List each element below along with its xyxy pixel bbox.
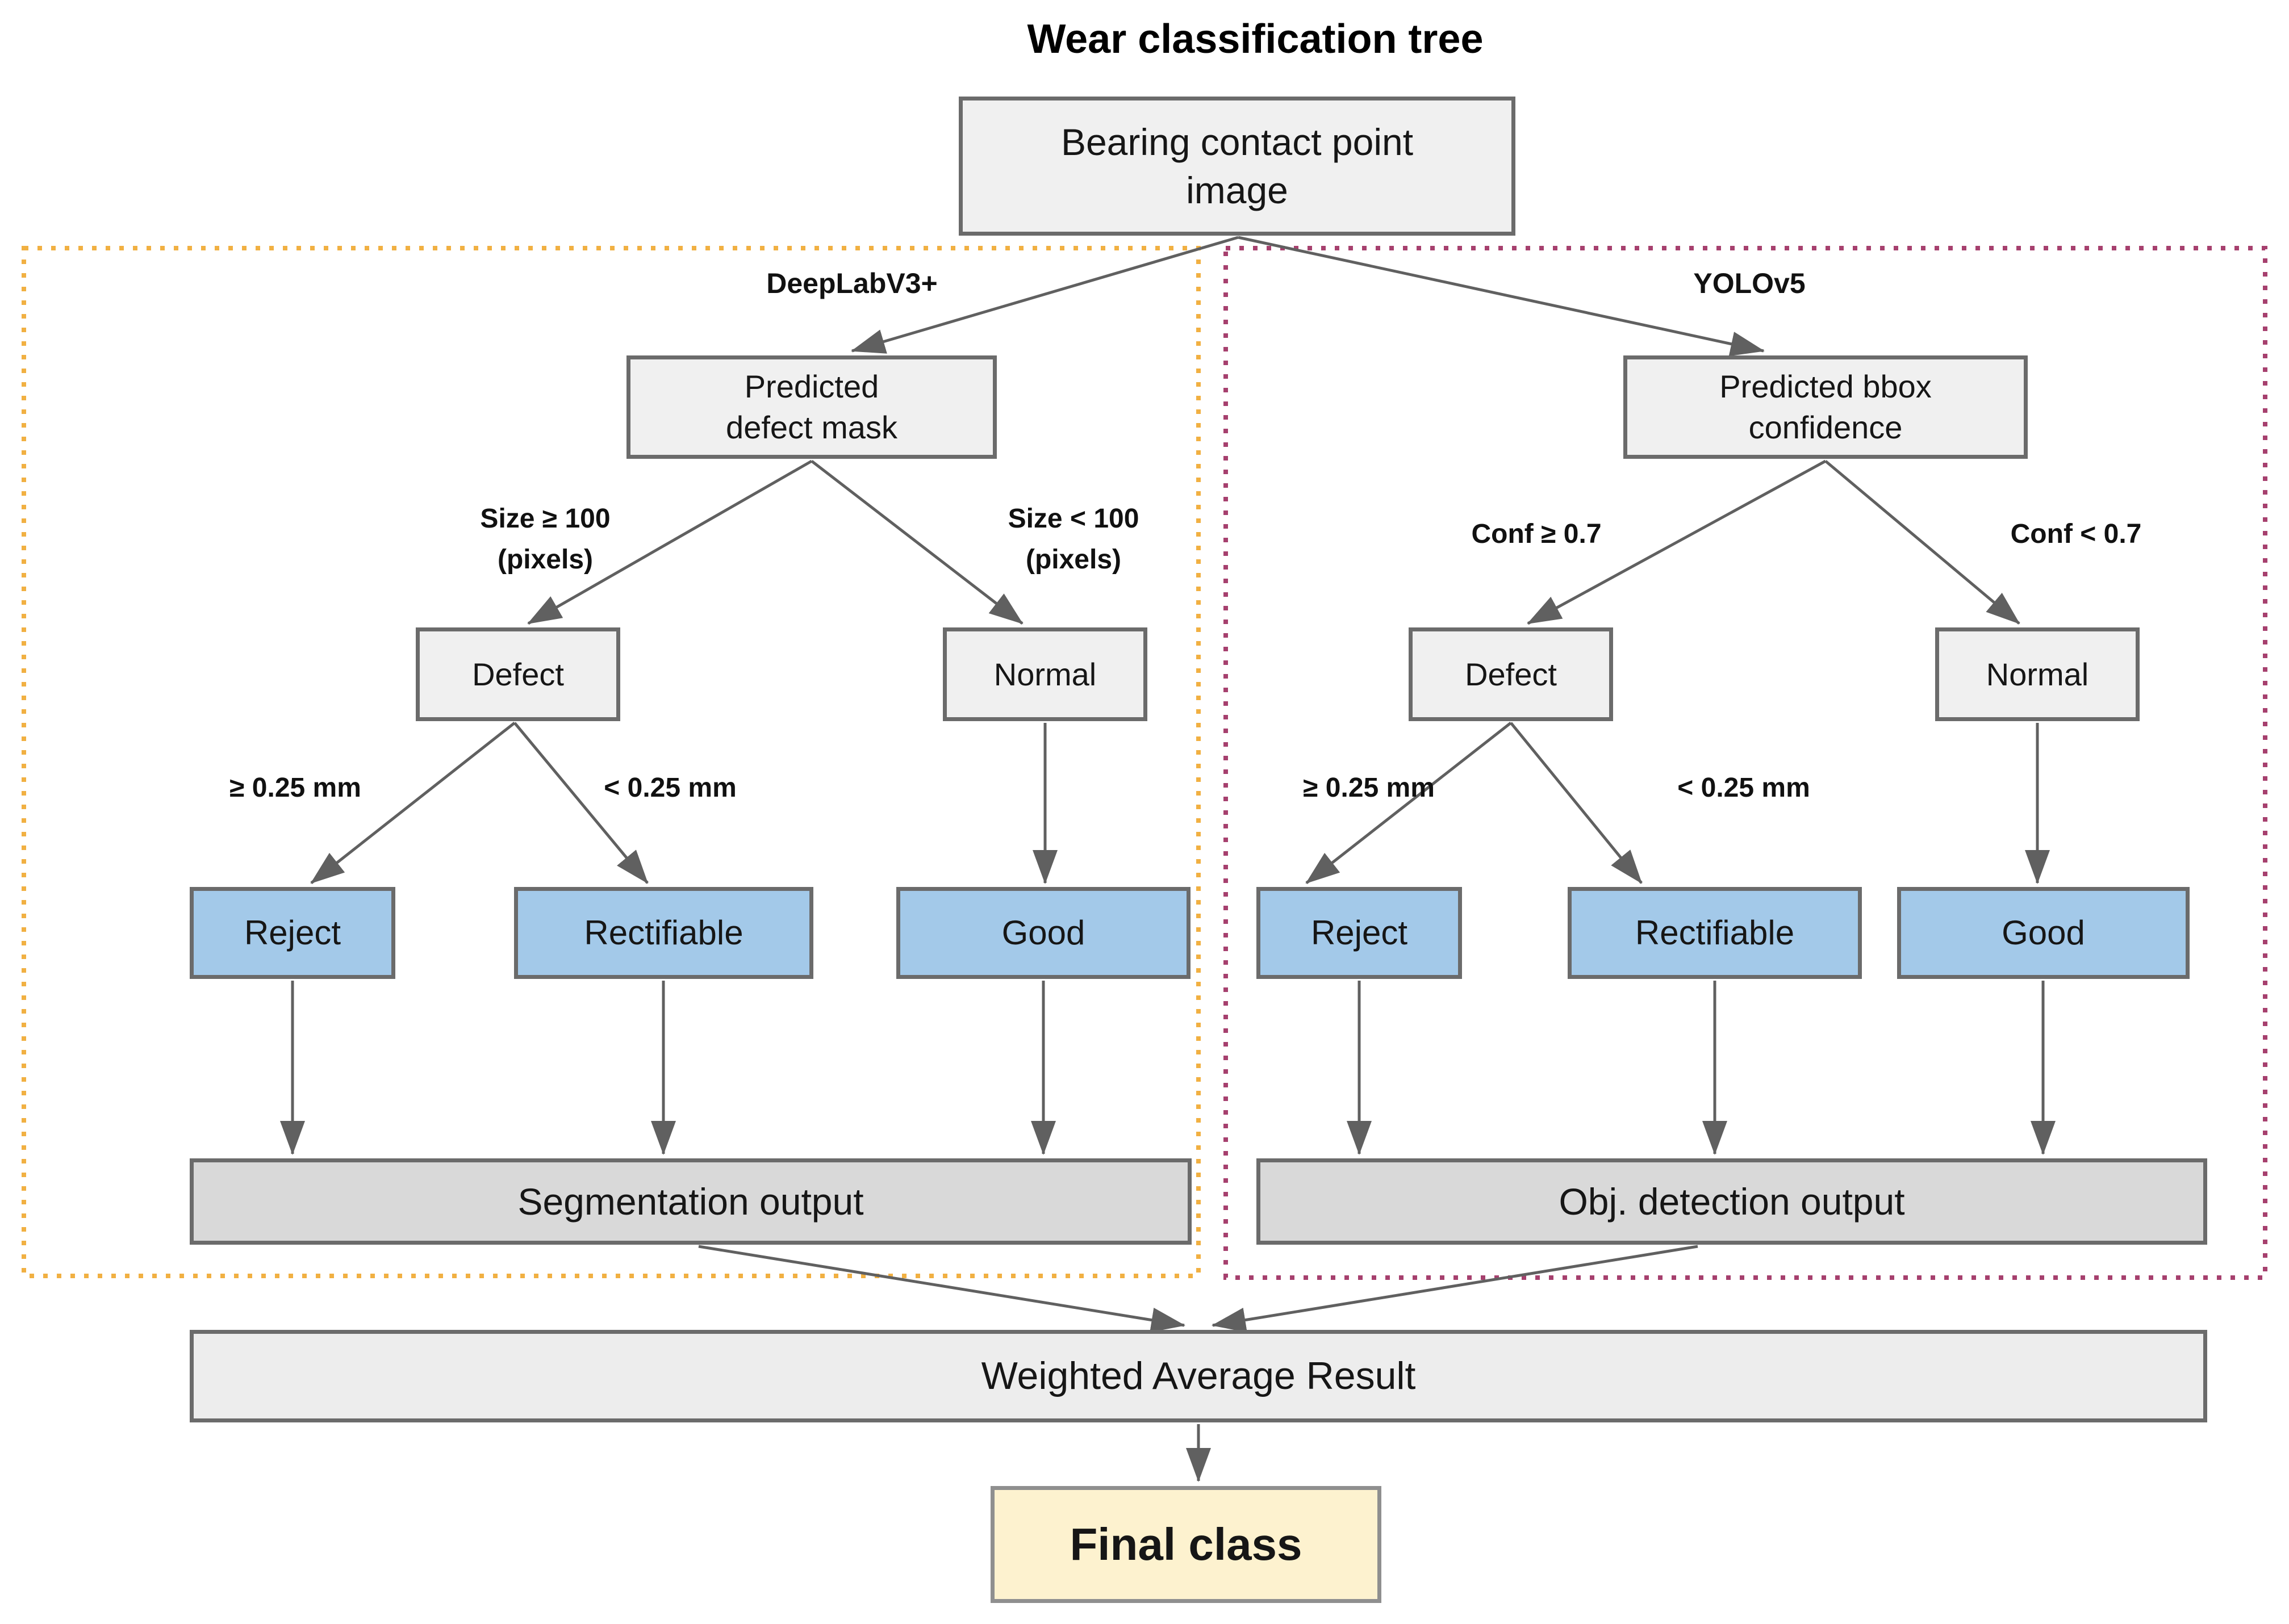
node-normal-det: Normal <box>1935 627 2140 721</box>
edge-label-size-ge: Size ≥ 100 (pixels) <box>480 499 610 580</box>
output-segmentation: Segmentation output <box>190 1158 1192 1245</box>
edge-label-conf-ge: Conf ≥ 0.7 <box>1471 514 1601 555</box>
output-detection: Obj. detection output <box>1256 1158 2207 1245</box>
edge-label-size-lt-line1: Size < 100 <box>1008 504 1139 534</box>
edge-label-lt-025-det: < 0.25 mm <box>1677 773 1810 803</box>
edge-label-ge-025-det: ≥ 0.25 mm <box>1303 773 1435 803</box>
edge-label-conf-lt: Conf < 0.7 <box>2011 514 2142 555</box>
leaf-rectifiable-seg: Rectifiable <box>514 887 813 979</box>
root-node-line1: Bearing contact point <box>1060 121 1414 164</box>
arrow-defect-to-rectifiable-det <box>1510 722 1643 884</box>
model-label-deeplab: DeepLabV3+ <box>766 267 938 299</box>
edge-label-ge-025-seg: ≥ 0.25 mm <box>229 773 361 803</box>
segmentation-region-frame <box>22 246 1201 1278</box>
node-normal-seg: Normal <box>943 627 1147 721</box>
root-node: Bearing contact point image <box>959 97 1515 236</box>
node-defect-seg: Defect <box>416 627 620 721</box>
model-label-yolo: YOLOv5 <box>1693 267 1806 299</box>
node-predicted-defect-mask-line1: Predicted <box>744 369 879 405</box>
arrow-root-to-bbox <box>1238 236 1765 357</box>
edge-label-size-ge-line1: Size ≥ 100 <box>480 504 611 534</box>
arrow-bbox-to-defect <box>1527 459 1827 625</box>
edge-label-size-lt-line2: (pixels) <box>1025 545 1122 575</box>
node-predicted-defect-mask-line2: defect mask <box>726 409 897 445</box>
connector-arrows <box>280 236 2056 1482</box>
node-predicted-bbox-confidence: Predicted bbox confidence <box>1623 355 2028 459</box>
leaf-good-det: Good <box>1897 887 2190 979</box>
page-title: Wear classification tree <box>1027 16 1484 62</box>
leaf-reject-det: Reject <box>1256 887 1462 979</box>
final-class-node: Final class <box>991 1486 1381 1603</box>
edge-label-conf-ge-line1: Conf ≥ 0.7 <box>1471 519 1602 549</box>
arrow-mask-to-normal <box>811 460 1024 625</box>
edge-label-conf-lt-line1: Conf < 0.7 <box>2010 519 2142 549</box>
arrow-defect-to-reject-seg <box>310 722 516 884</box>
arrow-mask-to-defect <box>527 459 813 625</box>
arrow-segout-to-weighted <box>698 1245 1185 1333</box>
arrow-root-to-mask <box>851 236 1239 354</box>
node-predicted-defect-mask: Predicted defect mask <box>626 355 997 459</box>
node-predicted-bbox-confidence-line2: confidence <box>1748 409 1903 445</box>
weighted-average-node: Weighted Average Result <box>190 1330 2207 1422</box>
edge-label-size-lt: Size < 100 (pixels) <box>1008 499 1139 580</box>
leaf-reject-seg: Reject <box>190 887 395 979</box>
root-node-line2: image <box>1186 169 1288 211</box>
arrow-defect-to-reject-det <box>1305 722 1512 884</box>
arrow-objout-to-weighted <box>1212 1245 1698 1333</box>
arrow-bbox-to-normal <box>1824 460 2020 625</box>
node-predicted-bbox-confidence-line1: Predicted bbox <box>1719 369 1932 405</box>
arrow-defect-to-rectifiable-seg <box>513 722 649 884</box>
leaf-rectifiable-det: Rectifiable <box>1568 887 1862 979</box>
edge-label-lt-025-seg: < 0.25 mm <box>604 773 737 803</box>
leaf-good-seg: Good <box>896 887 1191 979</box>
detection-region-frame <box>1223 246 2267 1280</box>
node-defect-det: Defect <box>1409 627 1613 721</box>
edge-label-size-ge-line2: (pixels) <box>497 545 594 575</box>
